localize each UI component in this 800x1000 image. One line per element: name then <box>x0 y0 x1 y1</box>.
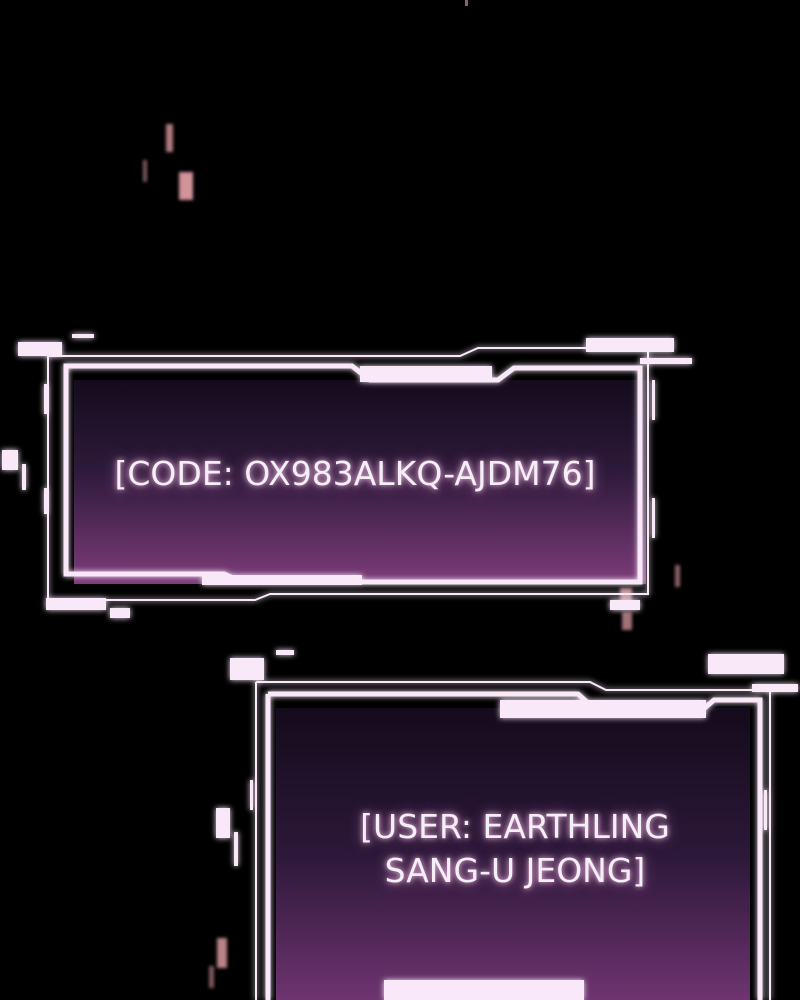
particle <box>622 612 632 630</box>
user-panel-background <box>276 708 750 1000</box>
code-panel <box>2 334 692 618</box>
particle <box>465 0 468 6</box>
particle <box>166 124 173 152</box>
user-text-line-2: SANG-U JEONG] <box>384 851 646 890</box>
code-text: [CODE: OX983ALKQ-AJDM76] <box>114 454 596 493</box>
user-panel-frame <box>216 650 798 1000</box>
user-text-line-1: [USER: EARTHLING <box>360 807 670 846</box>
user-text: [USER: EARTHLING SANG-U JEONG] <box>290 805 740 893</box>
user-panel <box>216 650 798 1000</box>
particle <box>179 172 193 200</box>
code-panel-frame <box>2 334 692 618</box>
particle <box>143 160 147 182</box>
particle <box>209 966 214 988</box>
particle <box>675 565 680 587</box>
code-panel-background <box>74 380 646 584</box>
particle <box>217 938 227 968</box>
